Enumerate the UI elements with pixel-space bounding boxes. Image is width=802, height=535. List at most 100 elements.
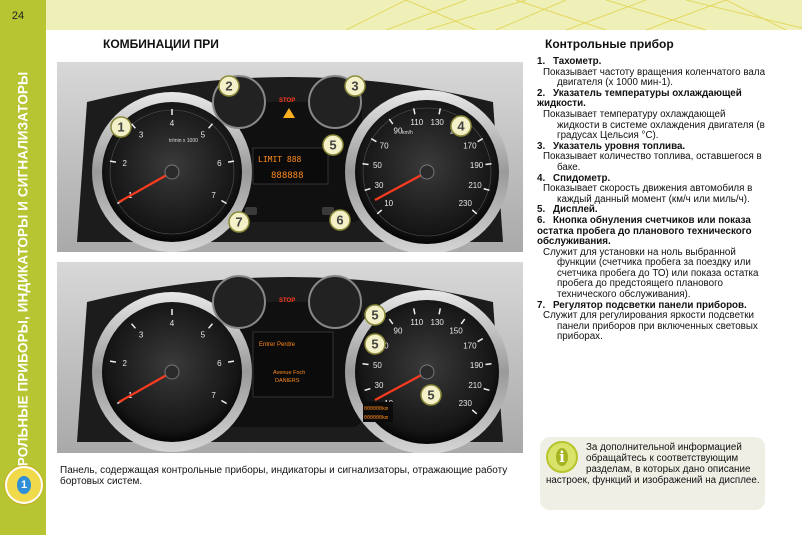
speedo-unit-label: km/h xyxy=(402,130,413,136)
list-item: 3. Указатель уровня топлива.Показывает ко… xyxy=(537,140,769,174)
dial-tick-mark xyxy=(227,360,235,363)
callout-number: 3 xyxy=(351,78,358,93)
list-item-text: Показывает частоту вращения коленчатого … xyxy=(543,66,766,89)
dial-tick-label: 110 xyxy=(410,118,423,127)
dial-tick-label: 2 xyxy=(122,359,127,368)
dial-tick-mark xyxy=(130,323,136,329)
tacho-needle xyxy=(118,171,173,203)
nav-line-2: Avenue Foch xyxy=(273,370,305,376)
callout-number: 4 xyxy=(457,118,465,133)
callout-number: 5 xyxy=(371,336,378,351)
dial-tick-mark xyxy=(485,163,492,166)
warning-triangle-icon xyxy=(283,108,295,118)
list-item-number: 7. xyxy=(537,299,546,311)
dial-tick-mark xyxy=(438,108,442,115)
list-item: 5.Дисплей. xyxy=(537,205,769,216)
callout-circle xyxy=(450,115,472,137)
callout-circle xyxy=(344,75,366,97)
header-band xyxy=(46,0,802,30)
dial-tick-mark xyxy=(438,308,442,315)
tacho-unit-label: tr/min x 1000 xyxy=(169,138,198,144)
dial-tick-mark xyxy=(221,199,227,205)
callout-circle xyxy=(364,304,386,326)
list-item-heading: Тахометр. xyxy=(553,56,602,67)
dial-tick-mark xyxy=(485,363,492,366)
odometer-display xyxy=(363,402,393,422)
section-heading: КОМБИНАЦИИ ПРИ xyxy=(103,37,219,51)
chapter-title: КОНТРОЛЬНЫЕ ПРИБОРЫ, ИНДИКАТОРЫ И СИГНАЛ… xyxy=(15,71,31,504)
dial-tick-mark xyxy=(412,308,416,315)
callout-number: 2 xyxy=(225,78,232,93)
dial-tick-label: 130 xyxy=(431,118,445,127)
dial-tick-label: 190 xyxy=(470,361,484,370)
list-item-text: Показывает скорость движения автомобиля … xyxy=(543,183,753,205)
figure-caption: Панель, содержащая контрольные приборы, … xyxy=(60,465,508,487)
dial-tick-mark xyxy=(208,323,214,329)
dial-tick-mark xyxy=(477,337,484,343)
dial-tick-mark xyxy=(483,387,490,392)
callout-number: 7 xyxy=(235,214,242,229)
chapter-sidebar: 24 КОНТРОЛЬНЫЕ ПРИБОРЫ, ИНДИКАТОРЫ И СИГ… xyxy=(0,0,46,535)
list-item-heading: Спидометр. xyxy=(553,172,611,184)
dial-tick-mark xyxy=(412,108,416,115)
info-note-text: За дополнительной информацией обращайтес… xyxy=(546,442,760,486)
list-item: 2.Указатель температуры охлаждающей жидк… xyxy=(537,88,769,142)
list-item-title: 5.Дисплей. xyxy=(537,205,769,216)
dial-tick-label: 6 xyxy=(217,359,222,368)
odometer-line-2: 000000km xyxy=(364,415,388,421)
callout-circle xyxy=(322,134,344,156)
callout-circle xyxy=(228,211,250,233)
dial-tick-mark xyxy=(109,360,117,363)
component-list: 1. Тахометр.Показывает частоту вращения к… xyxy=(537,56,769,343)
list-item-title: 2.Указатель температуры охлаждающей жидк… xyxy=(537,88,769,110)
dial-tick-label: 210 xyxy=(468,181,482,190)
speedo-needle xyxy=(374,171,428,201)
callout-number: 5 xyxy=(329,137,336,152)
navigation-display xyxy=(252,331,334,398)
list-item-number: 4. xyxy=(537,172,546,184)
list-item-title: 4. Спидометр. xyxy=(537,172,769,185)
dial-tick-mark xyxy=(364,187,371,192)
list-item-title: 6.Кнопка обнуления счетчиков или показа … xyxy=(537,214,769,248)
list-item-number: 6. xyxy=(537,214,546,226)
list-item-title: 1. Тахометр. xyxy=(537,56,769,68)
dial-tick-label: 2 xyxy=(122,159,127,168)
list-item-text: Служит для установки на ноль выбранной ф… xyxy=(543,246,759,301)
list-item-number: 5. xyxy=(537,204,546,216)
list-heading: Контрольные прибор xyxy=(545,37,674,51)
list-item-heading: Указатель уровня топлива. xyxy=(553,140,686,152)
dial-tick-mark xyxy=(376,209,383,215)
dial-tick-mark xyxy=(221,399,227,405)
dial-tick-label: 90 xyxy=(394,126,403,135)
dial-tick-label: 230 xyxy=(459,199,473,208)
dial-tick-mark xyxy=(130,123,136,129)
callout-markers-2: 555 xyxy=(364,304,442,406)
list-item: 6.Кнопка обнуления счетчиков или показа … xyxy=(537,214,769,301)
info-note: i За дополнительной информацией обращайт… xyxy=(540,437,765,510)
dial-tick-label: 10 xyxy=(384,199,393,208)
callout-circle xyxy=(329,209,351,231)
list-item-number: 1. xyxy=(537,56,546,67)
list-item: 4. Спидометр.Показывает скорость движения… xyxy=(537,172,769,206)
list-item-number: 3. xyxy=(537,140,546,152)
dial-tick-mark xyxy=(483,187,490,192)
list-item-text: Показывает количество топлива, оставшего… xyxy=(543,151,762,173)
dial-tick-label: 170 xyxy=(463,341,477,350)
list-item-heading: Кнопка обнуления счетчиков или показа ос… xyxy=(537,214,752,248)
dial-tick-label: 170 xyxy=(463,141,477,150)
callout-number: 5 xyxy=(427,387,434,402)
chapter-badge: 1 xyxy=(5,466,43,504)
list-item: 7. Регулятор подсветки панели приборов.Сл… xyxy=(537,299,769,343)
info-icon: i xyxy=(546,441,578,473)
dial-tick-label: 3 xyxy=(139,130,144,139)
display-line-1: LIMIT 888 xyxy=(258,155,302,164)
list-item-heading: Регулятор подсветки панели приборов. xyxy=(553,299,747,311)
dial-tick-label: 70 xyxy=(380,141,389,150)
list-item-text: Служит для регулирования яркости подсвет… xyxy=(543,310,758,343)
dial-tick-label: 230 xyxy=(459,399,473,408)
dial-tick-label: 190 xyxy=(470,161,484,170)
dial-tick-mark xyxy=(370,137,377,143)
